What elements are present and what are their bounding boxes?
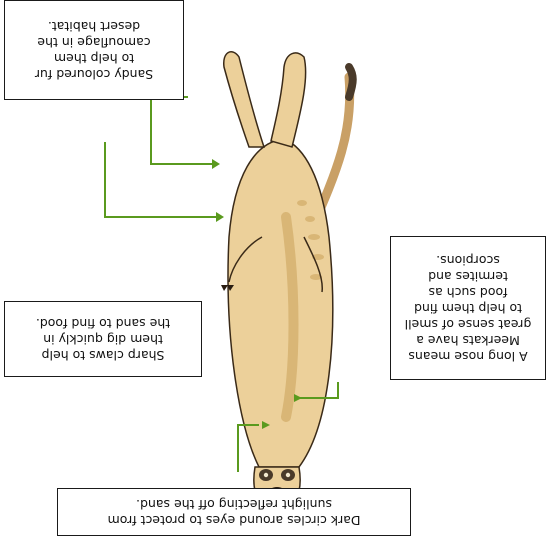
right-eye (264, 473, 268, 477)
left-eye (286, 473, 290, 477)
claws-label: Sharp claws to help them dig quickly in … (4, 301, 202, 377)
arrow-fur (212, 159, 220, 169)
eyes-label: Dark circles around eyes to protect from… (57, 488, 411, 536)
fur-label: Sandy coloured fur to help them camoufla… (4, 0, 184, 100)
nose-label: A long nose means Meerkats have a great … (390, 236, 546, 380)
meerkat-tail-tip (349, 67, 353, 97)
connector-claws (105, 142, 218, 217)
meerkat-body (228, 139, 333, 467)
meerkat-right-leg (224, 52, 264, 147)
arrow-claws (216, 212, 224, 222)
meerkat-left-leg (271, 53, 306, 147)
connector-fur (151, 97, 214, 164)
